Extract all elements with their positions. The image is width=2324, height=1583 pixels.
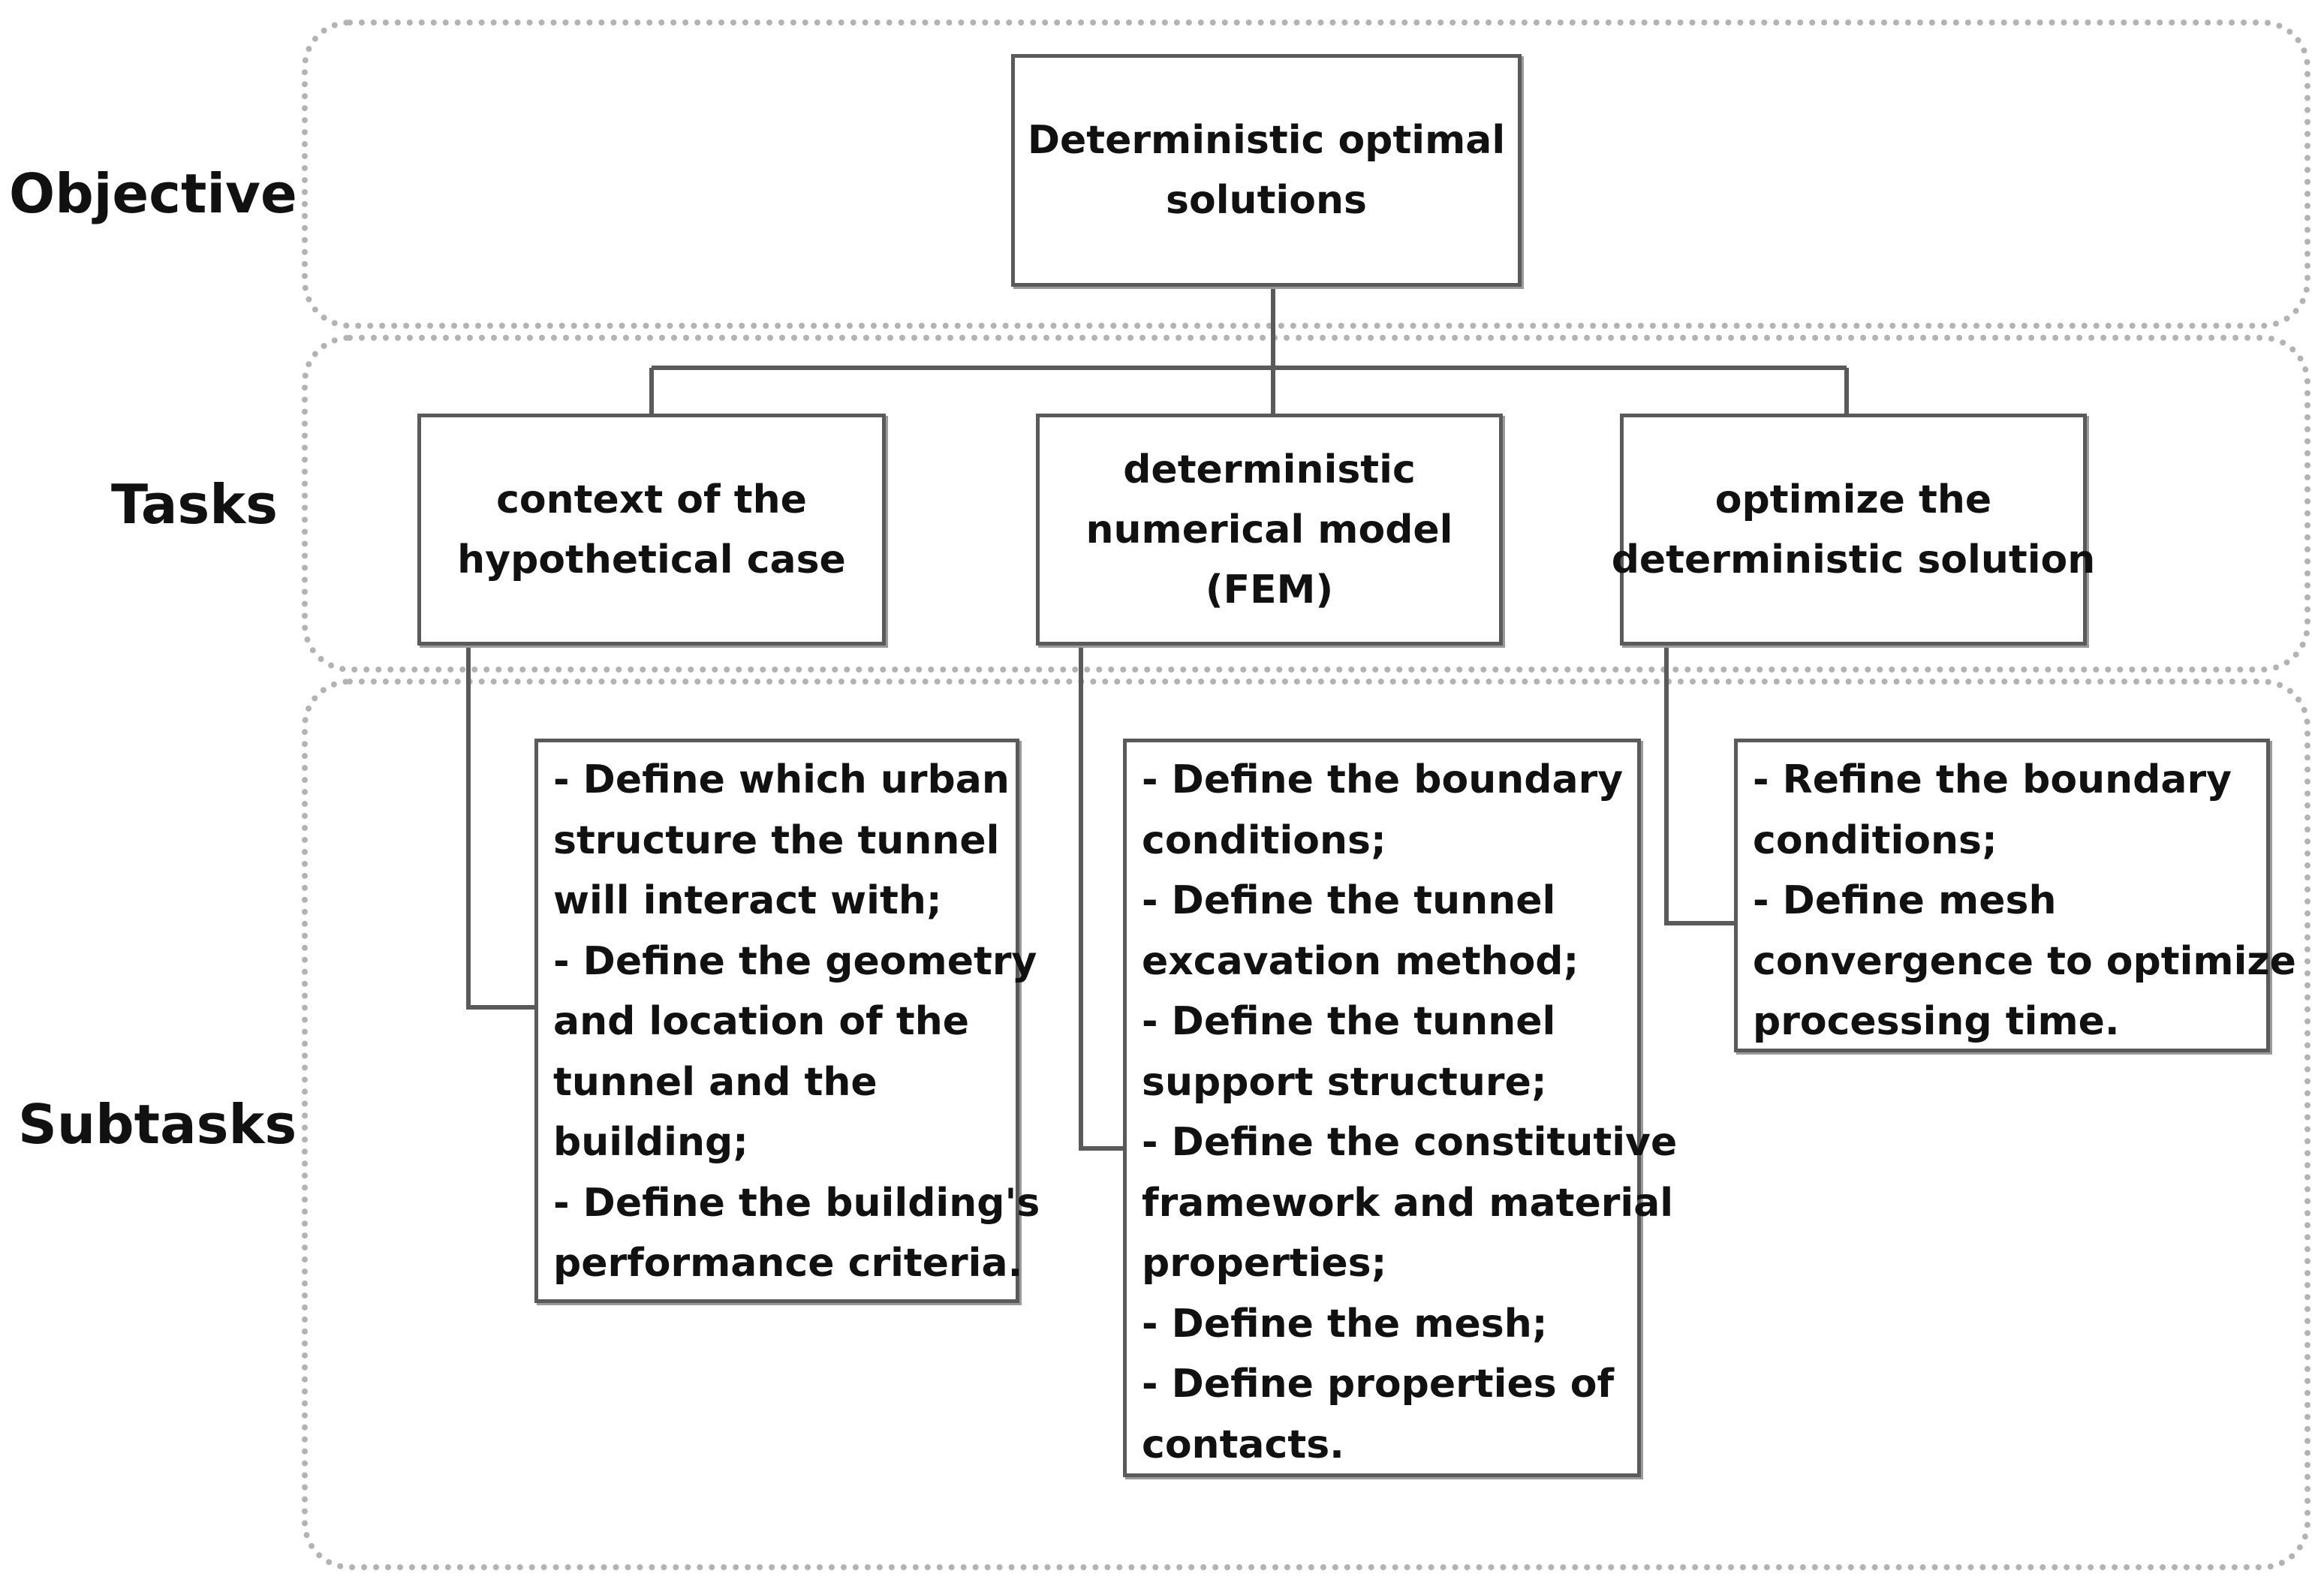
task-1-line-1: context of the: [496, 477, 807, 522]
task-box-numerical-model: deterministic numerical model (FEM): [1036, 414, 1503, 646]
subtask-1-line: - Define the geometry: [553, 938, 1037, 984]
subtask-1-line: performance criteria.: [553, 1241, 1023, 1286]
task-3-line-2: deterministic solution: [1611, 537, 2096, 582]
tasks-label: Tasks: [111, 473, 278, 536]
subtask-box-optimize: - Refine the boundary conditions; - Defi…: [1734, 739, 2296, 1052]
task-2-line-3: (FEM): [1205, 567, 1334, 612]
subtask-3-line: conditions;: [1753, 817, 1997, 863]
subtask-3-line: - Refine the boundary: [1753, 757, 2232, 802]
task-box-context: context of the hypothetical case: [417, 414, 886, 646]
objective-box: Deterministic optimal solutions: [1011, 54, 1522, 287]
tasks-zone: [302, 335, 2310, 673]
subtask-1-line: tunnel and the: [553, 1059, 878, 1105]
subtask-1-line: building;: [553, 1120, 748, 1165]
subtask-2-line: - Define the mesh;: [1142, 1301, 1548, 1347]
subtask-2-line: support structure;: [1142, 1059, 1547, 1105]
subtask-box-context: - Define which urban structure the tunne…: [534, 739, 1040, 1303]
subtask-1-line: - Define the building's: [553, 1180, 1040, 1226]
objective-label: Objective: [9, 162, 297, 225]
subtask-box-numerical-model: - Define the boundary conditions; - Defi…: [1123, 739, 1678, 1477]
subtask-2-connector: [1079, 646, 1123, 1151]
subtask-2-line: - Define the tunnel: [1142, 878, 1556, 923]
subtask-1-line: will interact with;: [553, 878, 942, 923]
objective-line-1: Deterministic optimal: [1027, 118, 1506, 163]
objective-line-2: solutions: [1166, 178, 1367, 223]
subtask-3-line: - Define mesh: [1753, 878, 2057, 923]
task-box-optimize: optimize the deterministic solution: [1612, 414, 2095, 646]
subtasks-zone: [302, 679, 2310, 1570]
subtask-2-line: - Define the tunnel: [1142, 999, 1556, 1044]
task-1-line-2: hypothetical case: [457, 537, 846, 582]
task-3-line-1: optimize the: [1714, 477, 1992, 522]
subtask-2-line: - Define the constitutive: [1142, 1120, 1678, 1165]
subtask-1-line: and location of the: [553, 999, 970, 1044]
subtask-1-line: - Define which urban: [553, 757, 1010, 802]
subtasks-label: Subtasks: [18, 1093, 297, 1156]
task-2-line-1: deterministic: [1123, 447, 1416, 492]
subtask-3-line: processing time.: [1753, 999, 2120, 1044]
subtask-2-line: - Define the boundary: [1142, 757, 1624, 802]
subtask-2-line: excavation method;: [1142, 938, 1579, 984]
subtask-2-line: properties;: [1142, 1241, 1387, 1286]
subtask-1-connector: [466, 646, 534, 1010]
objective-zone: [302, 20, 2310, 329]
subtask-2-line: framework and material: [1142, 1180, 1674, 1226]
subtask-2-line: conditions;: [1142, 817, 1386, 863]
subtask-3-line: convergence to optimize: [1753, 938, 2296, 984]
subtask-2-line: - Define properties of: [1142, 1362, 1615, 1407]
subtask-1-line: structure the tunnel: [553, 817, 1000, 863]
subtask-2-line: contacts.: [1142, 1422, 1344, 1467]
task-2-line-2: numerical model: [1085, 507, 1453, 552]
subtask-3-connector: [1664, 646, 1734, 925]
